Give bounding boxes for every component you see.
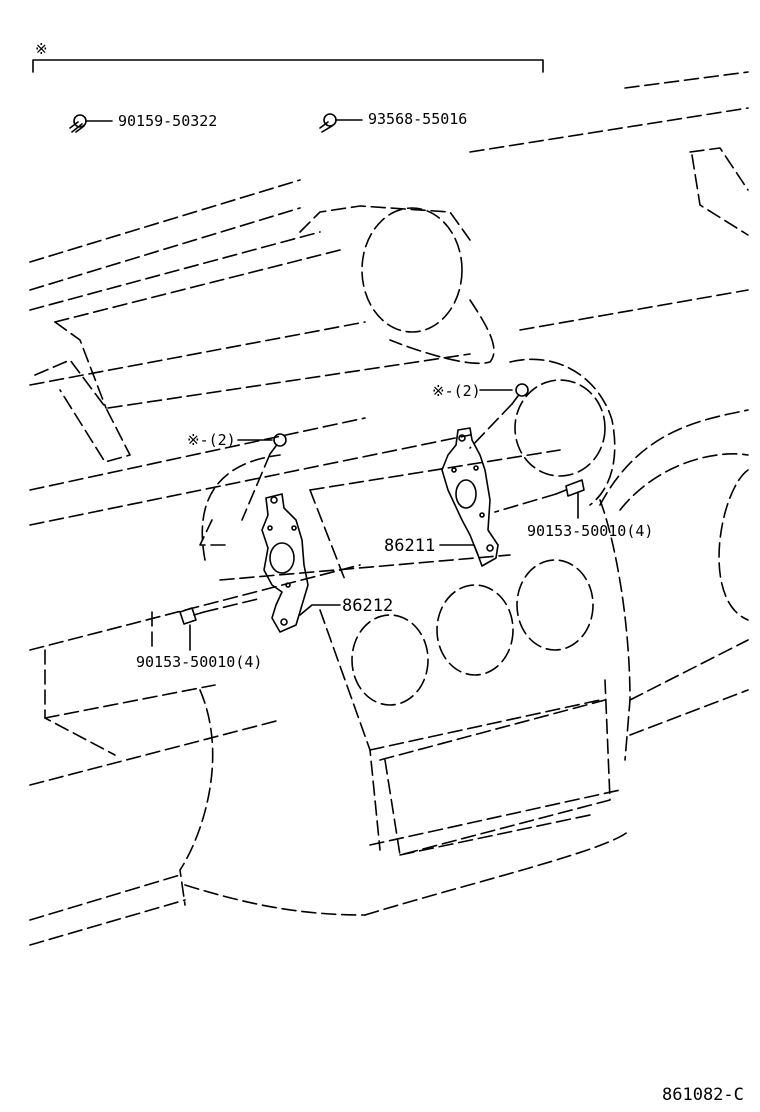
bolt-label-left: 90153-50010(4) [136, 653, 262, 671]
bolt-label-right: 90153-50010(4) [527, 522, 653, 540]
leader-lines [189, 389, 579, 651]
screw-icon-right-top [469, 383, 529, 449]
legend-part-b: 93568-55016 [368, 110, 467, 128]
part-label-86211: 86211 [384, 536, 435, 556]
screw-icon [69, 114, 113, 133]
legend-part-a: 90159-50322 [118, 112, 217, 130]
clip-icon [319, 113, 363, 133]
qty-callout-left: ※-(2) [187, 431, 236, 449]
qty-callout-right: ※-(2) [432, 382, 481, 400]
bracket-rh [441, 427, 499, 567]
note-mark: ※ [35, 40, 48, 58]
bolt-icon-right [494, 479, 585, 513]
bolt-icon-left [179, 597, 263, 625]
dashboard-outline [29, 71, 749, 946]
screw-icon-left-top [241, 433, 287, 521]
note-bracket: ※ [32, 40, 544, 73]
part-label-86212: 86212 [342, 596, 393, 616]
drawing-code: 861082-C [662, 1085, 744, 1105]
bracket-lh [261, 493, 309, 633]
